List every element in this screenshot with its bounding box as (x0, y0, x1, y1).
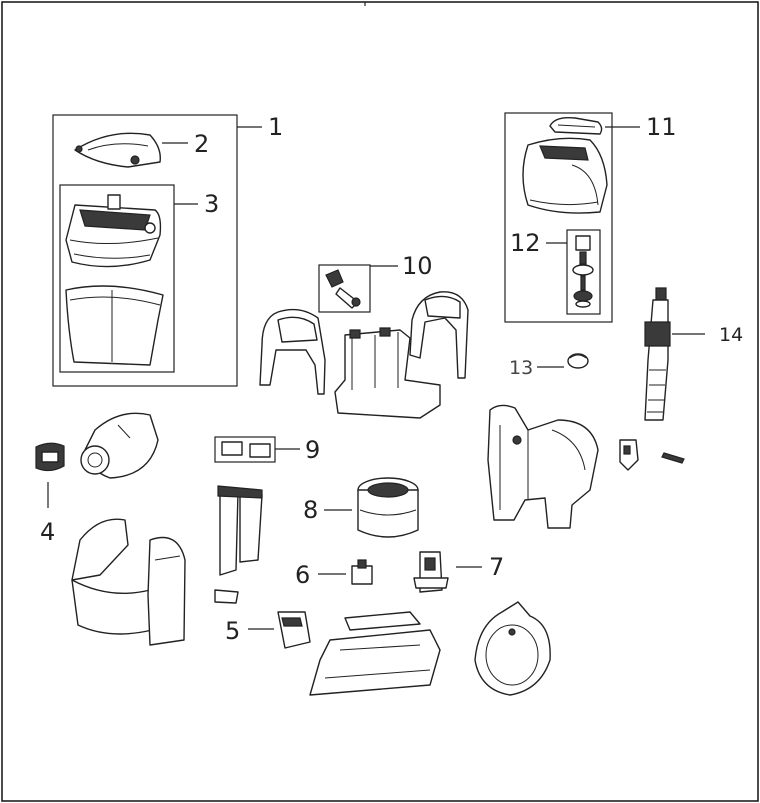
part-11-tank (522, 137, 608, 214)
callout-5: 5 (225, 617, 240, 645)
housing-right-side (487, 404, 599, 529)
part-3-tank-body (65, 285, 164, 366)
part-valve-bracket (619, 439, 639, 471)
part-2-tank-lid (74, 132, 161, 168)
group-box-1 (52, 114, 238, 387)
callout-2: 2 (194, 130, 209, 158)
part-6-fitting (351, 559, 373, 585)
part-7-pump (413, 551, 449, 593)
housing-left-handle (259, 308, 326, 395)
callout-8: 8 (303, 496, 318, 524)
part-13-cap (567, 353, 589, 369)
housing-base (309, 611, 441, 696)
callout-13: 13 (509, 357, 533, 379)
group-box-11 (504, 112, 613, 323)
callout-12: 12 (510, 229, 541, 257)
part-small-clip (214, 589, 239, 604)
callout-9: 9 (305, 436, 320, 464)
part-12-valve (572, 235, 594, 308)
part-3-tank-top (65, 194, 162, 268)
part-round-cover (474, 601, 551, 696)
part-dual-tubes (217, 485, 263, 576)
housing-center-frame (334, 327, 441, 419)
part-brush-disc (80, 412, 159, 479)
group-box-3 (59, 184, 175, 373)
callout-3: 3 (204, 190, 219, 218)
group-box-10 (318, 264, 371, 313)
callout-4: 4 (40, 518, 55, 546)
part-4-knob (35, 442, 65, 472)
part-5-bracket (277, 611, 311, 649)
part-11-handle (549, 116, 603, 135)
part-14-hose (644, 287, 671, 421)
callout-11: 11 (646, 113, 677, 141)
housing-right-arm (409, 291, 469, 379)
part-8-motor (357, 477, 419, 538)
part-small-pin (661, 452, 685, 464)
callout-10: 10 (402, 252, 433, 280)
housing-lower-left (71, 518, 186, 646)
part-10-latch (325, 269, 361, 309)
part-9-filters (221, 441, 271, 458)
callout-6: 6 (295, 561, 310, 589)
group-box-12 (566, 229, 601, 315)
callout-1: 1 (268, 113, 283, 141)
callout-7: 7 (489, 553, 504, 581)
callout-14: 14 (719, 324, 743, 346)
